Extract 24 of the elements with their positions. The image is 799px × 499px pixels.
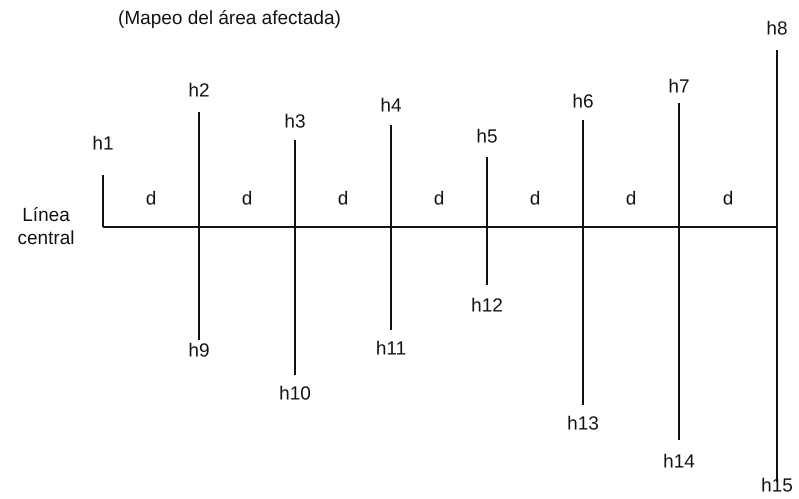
spacing-label: d	[338, 188, 348, 212]
height-label: h9	[188, 340, 210, 364]
height-label: h7	[668, 76, 690, 100]
height-label: h10	[279, 384, 311, 406]
height-label: h4	[380, 96, 402, 118]
height-label: h1	[92, 134, 114, 156]
height-label: h3	[284, 112, 306, 134]
spacing-label: d	[242, 188, 252, 212]
spacing-label: d	[434, 188, 444, 212]
height-label: h15	[761, 476, 793, 498]
spacing-label: d	[530, 188, 540, 212]
height-label: h2	[188, 80, 210, 104]
height-label: h13	[567, 414, 599, 436]
spacing-label: d	[722, 188, 734, 212]
height-label: h5	[476, 126, 498, 150]
height-label: h6	[572, 92, 594, 114]
height-label: h11	[376, 338, 406, 362]
height-label: h14	[663, 452, 695, 474]
height-label: h8	[766, 18, 788, 42]
diagram-title: (Mapeo del área afectada)	[118, 8, 341, 30]
height-label: h12	[471, 296, 503, 318]
spacing-label: d	[626, 188, 636, 212]
axis-label: Línea central	[16, 205, 76, 251]
spacing-label: d	[146, 188, 156, 212]
